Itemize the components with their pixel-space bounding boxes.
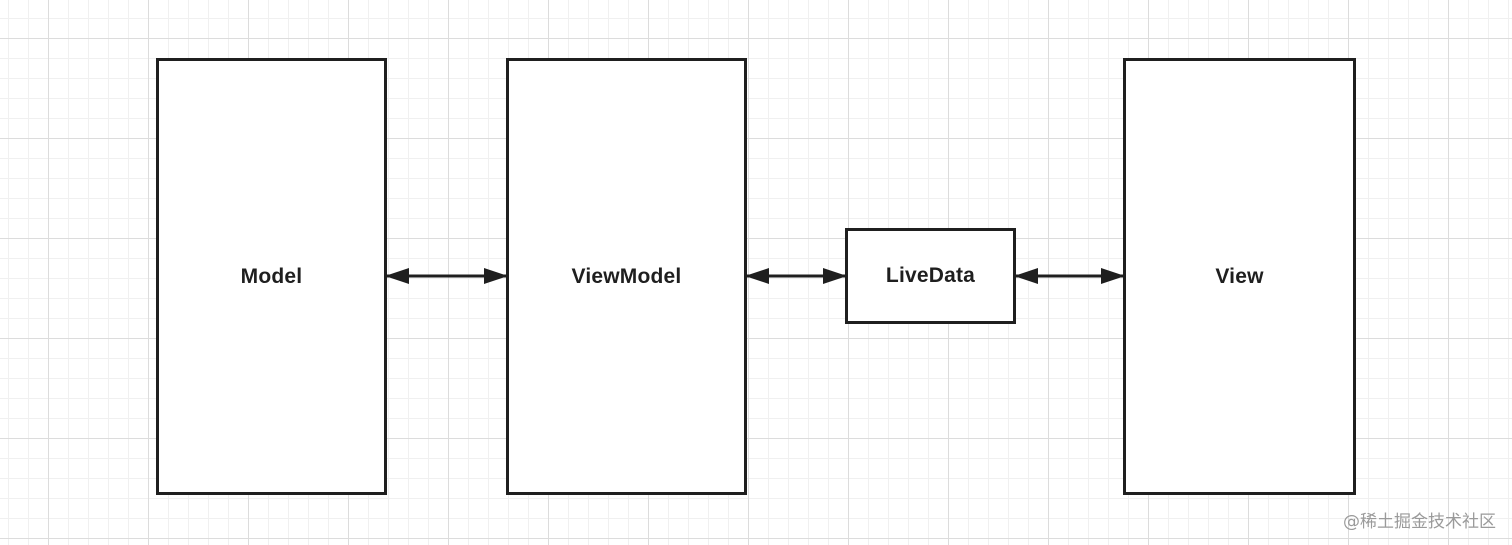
view-box: View xyxy=(1123,58,1356,495)
model-label: Model xyxy=(240,264,303,288)
viewmodel-label: ViewModel xyxy=(571,264,682,288)
viewmodel-box: ViewModel xyxy=(506,58,747,495)
livedata-label: LiveData xyxy=(885,264,976,287)
view-label: View xyxy=(1215,264,1264,288)
livedata-box: LiveData xyxy=(845,228,1016,324)
model-box: Model xyxy=(156,58,387,495)
watermark-text: @稀土掘金技术社区 xyxy=(1343,512,1496,532)
